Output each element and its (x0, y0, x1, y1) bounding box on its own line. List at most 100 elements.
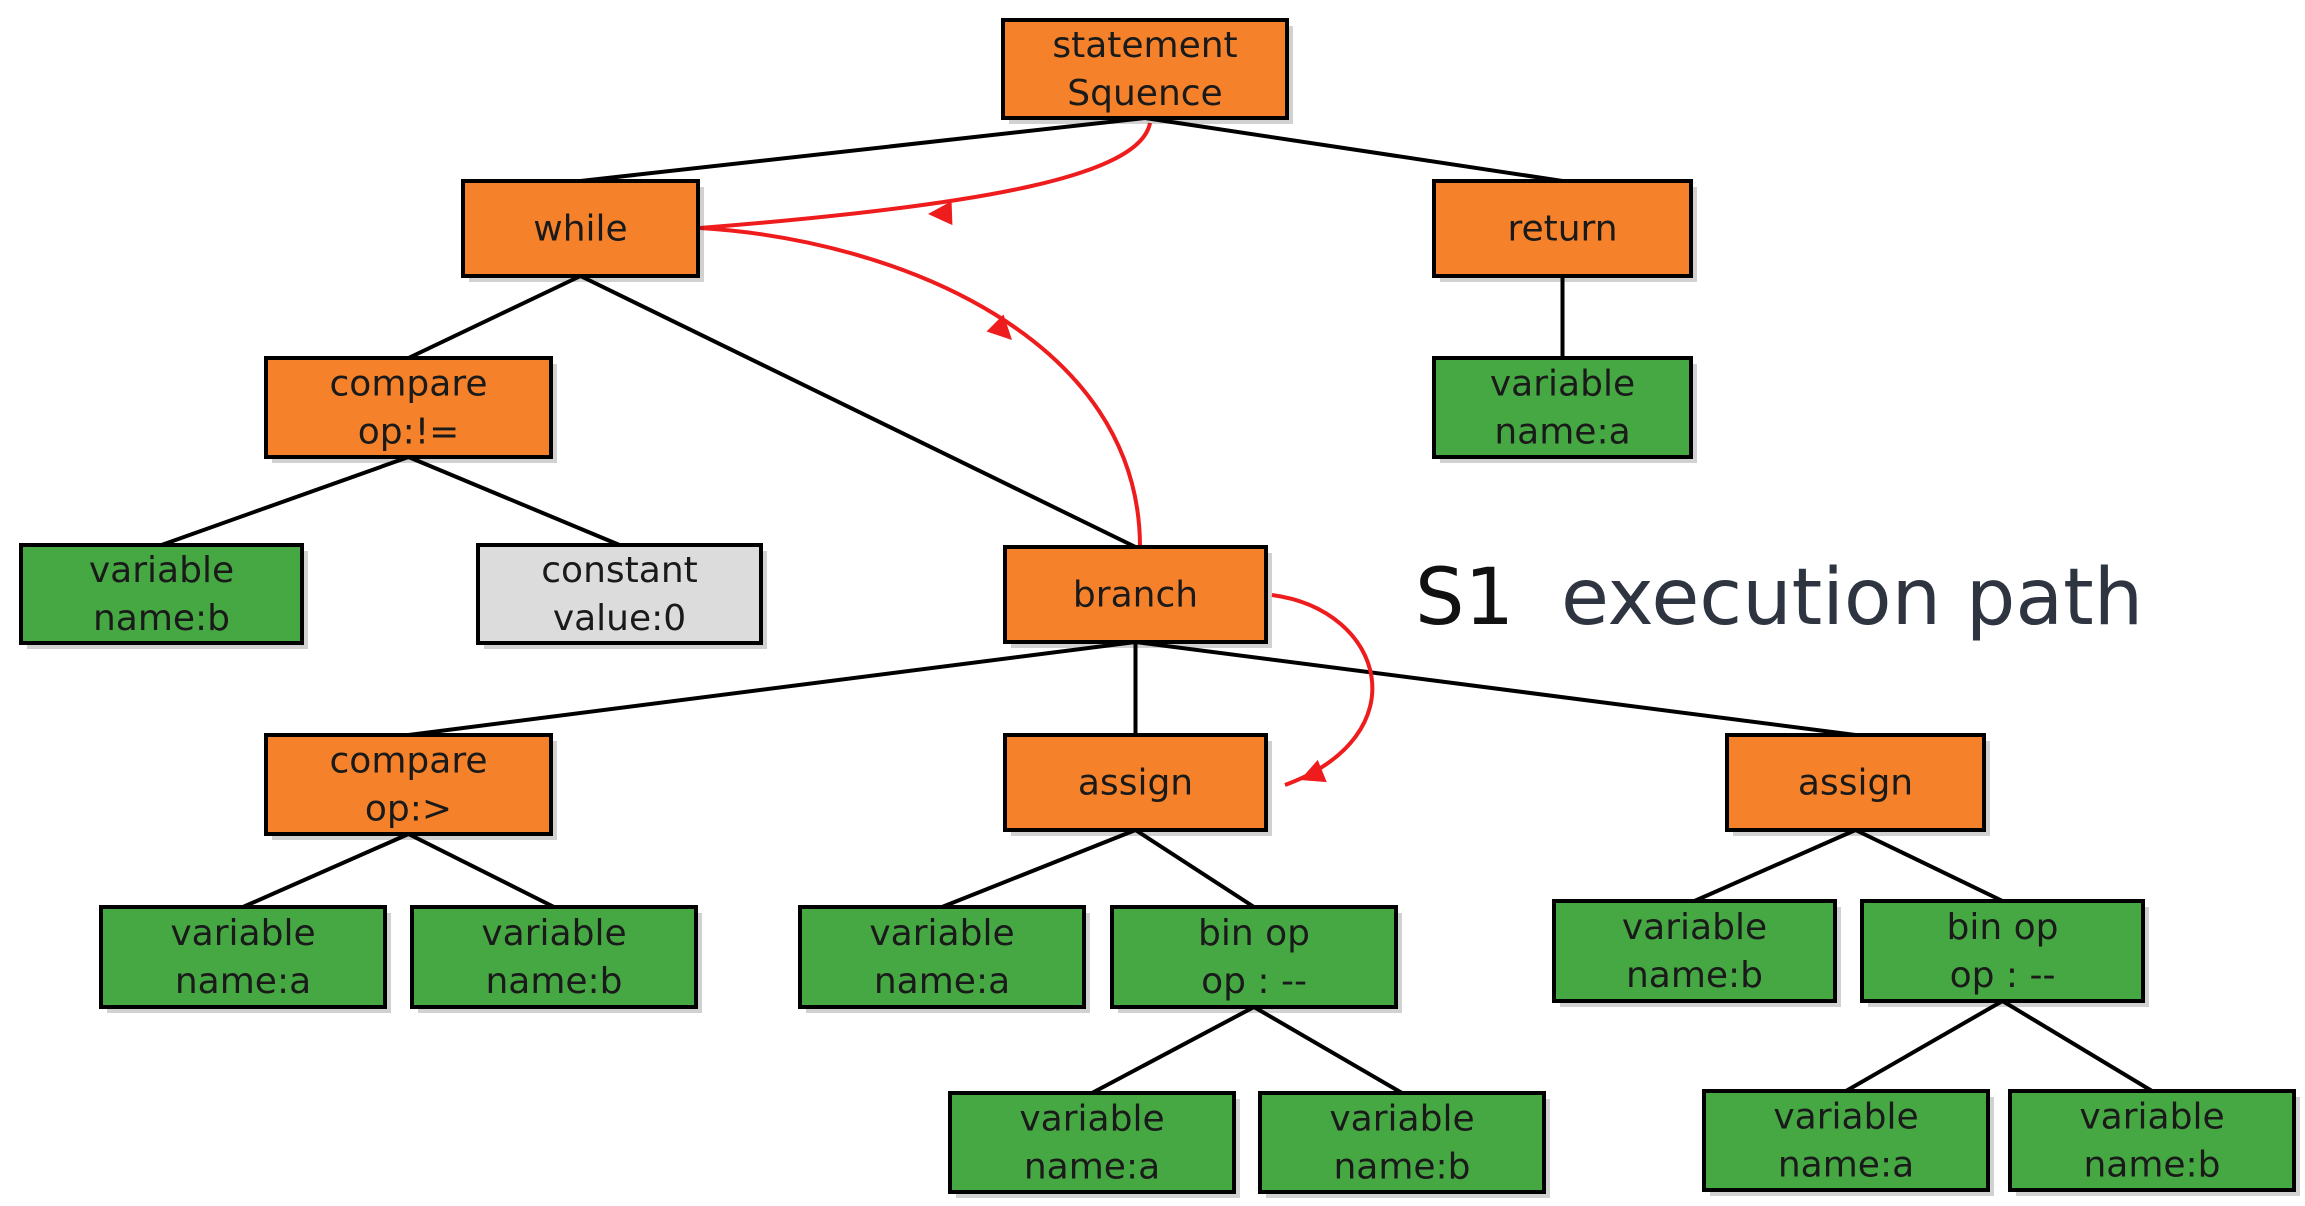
exec-path-branch-to-assign-1 (1271, 593, 1375, 787)
node-label-line: variable (1490, 364, 1635, 405)
node-label-line: name:a (1778, 1145, 1914, 1186)
node-var-b-3: variable name:b (1552, 899, 1841, 1007)
node-label-line: name:b (93, 598, 230, 639)
node-label-line: op:> (365, 789, 452, 830)
node-label-line: compare (330, 364, 488, 405)
node-box (1110, 905, 1398, 1009)
node-box (1003, 733, 1268, 832)
node-box (1003, 545, 1268, 644)
node-label-line: variable (869, 913, 1014, 954)
node-box (1001, 18, 1289, 120)
node-assign-1: assign (1003, 733, 1272, 836)
node-label-line: name:a (874, 961, 1010, 1002)
edge-assign-1-to-binop-1 (1134, 828, 1256, 909)
node-label-line: op : -- (1950, 955, 2056, 996)
node-box (1432, 356, 1693, 459)
exec-path-arrowhead (928, 201, 953, 226)
node-label-line: bin op (1947, 907, 2059, 948)
node-label-line: name:a (1024, 1147, 1160, 1188)
node-const-0: constant value:0 (476, 543, 767, 649)
edge-binop-2-to-var-b-5 (2001, 999, 2154, 1093)
node-var-ret-a: variable name:a (1432, 356, 1697, 463)
diagram-caption: S1 execution path (1415, 553, 2143, 643)
edge-while-to-branch (579, 274, 1137, 549)
node-box (264, 733, 553, 836)
node-label-line: constant (541, 550, 698, 591)
node-box (99, 905, 387, 1009)
edge-assign-1-to-var-a-2 (941, 828, 1137, 909)
node-label-line: branch (1073, 575, 1198, 616)
edge-compare-neq-to-var-b-1 (160, 455, 410, 547)
edge-binop-1-to-var-a-3 (1091, 1005, 1255, 1095)
exec-path-stmt-seq-to-while (699, 122, 1152, 230)
node-binop-2: bin op op : -- (1860, 899, 2149, 1007)
node-box (264, 356, 553, 459)
node-box (948, 1091, 1236, 1194)
node-label-line: variable (170, 913, 315, 954)
edge-stmt-seq-to-return (1144, 116, 1563, 183)
node-label-line: assign (1078, 763, 1193, 804)
node-assign-2: assign (1725, 733, 1990, 836)
node-var-a-1: variable name:a (99, 905, 391, 1013)
node-label-line: Squence (1067, 73, 1222, 114)
node-box (1860, 899, 2145, 1003)
edge-assign-2-to-var-b-3 (1693, 828, 1857, 903)
node-branch: branch (1003, 545, 1272, 648)
node-box (1725, 733, 1986, 832)
exec-path-while-to-branch (699, 226, 1142, 548)
node-var-a-2: variable name:a (798, 905, 1090, 1013)
node-label-line: name:b (1626, 955, 1763, 996)
node-label-line: variable (481, 913, 626, 954)
edge-binop-1-to-var-b-4 (1252, 1005, 1404, 1095)
node-var-b-4: variable name:b (1258, 1091, 1550, 1198)
node-label-line: name:b (2083, 1145, 2220, 1186)
node-box (476, 543, 763, 645)
edge-branch-to-compare-gt (408, 640, 1136, 737)
node-var-b-1: variable name:b (19, 543, 308, 649)
node-box (461, 179, 700, 278)
tree-edges (160, 116, 2154, 1095)
node-label-line: op:!= (358, 412, 460, 453)
node-label-line: variable (1019, 1099, 1164, 1140)
node-label-line: name:b (485, 961, 622, 1002)
node-label-line: assign (1798, 763, 1913, 804)
node-box (1432, 179, 1693, 278)
node-box (1258, 1091, 1546, 1194)
exec-path-arrowhead (986, 314, 1012, 340)
node-box (410, 905, 698, 1009)
node-label-line: value:0 (553, 598, 686, 639)
node-return: return (1432, 179, 1697, 282)
node-label-line: name:b (1333, 1147, 1470, 1188)
node-label-line: while (533, 209, 627, 250)
node-label-line: variable (1773, 1097, 1918, 1138)
node-label-line: op : -- (1201, 961, 1307, 1002)
edge-assign-2-to-binop-2 (1854, 828, 2004, 903)
edge-binop-2-to-var-a-4 (1845, 999, 2004, 1093)
node-label-line: variable (1622, 907, 1767, 948)
node-label-line: variable (1329, 1099, 1474, 1140)
node-label-line: statement (1052, 25, 1237, 66)
node-var-a-4: variable name:a (1702, 1089, 1994, 1196)
node-box (2008, 1089, 2296, 1192)
edge-compare-gt-to-var-b-2 (407, 832, 555, 909)
execution-path-arrows (699, 122, 1375, 787)
node-while: while (461, 179, 704, 282)
node-label-line: name:a (175, 961, 311, 1002)
edge-compare-neq-to-const-0 (407, 455, 621, 547)
caption-text: execution path (1561, 553, 2143, 643)
node-var-b-2: variable name:b (410, 905, 702, 1013)
node-label-line: name:a (1494, 412, 1630, 453)
edge-stmt-seq-to-while (580, 116, 1146, 183)
edge-branch-to-assign-2 (1135, 640, 1856, 737)
node-label-line: compare (330, 741, 488, 782)
node-var-a-3: variable name:a (948, 1091, 1240, 1198)
edge-while-to-compare-neq (407, 274, 582, 360)
node-compare-neq: compare op:!= (264, 356, 557, 463)
node-label-line: variable (89, 550, 234, 591)
node-box (1552, 899, 1837, 1003)
node-box (19, 543, 304, 645)
